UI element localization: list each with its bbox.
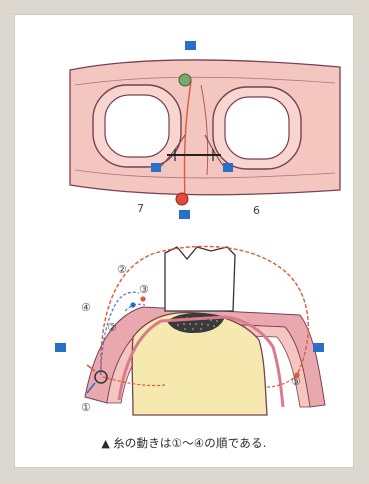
tooth-6-inner	[225, 97, 289, 159]
tooth-7-inner	[105, 95, 169, 157]
side-marker-right	[313, 343, 324, 352]
point-step-3	[140, 296, 145, 301]
figure-caption: ▲糸の動きは①〜④の順である.	[15, 435, 353, 451]
step-label-2-top: ②	[117, 263, 127, 276]
marker-top	[185, 41, 196, 50]
caption-text: 糸の動きは①〜④の順である.	[113, 436, 266, 450]
marker-left-mid	[151, 163, 161, 172]
step-label-4: ④	[81, 301, 91, 314]
step-label-2-mid: ②	[107, 321, 117, 334]
figure-panel: 7 6	[14, 14, 354, 468]
point-top-green	[179, 74, 191, 86]
point-bottom-red	[176, 193, 188, 205]
marker-right-mid	[223, 163, 233, 172]
side-marker-left	[55, 343, 66, 352]
tooth-number-6: 6	[253, 204, 260, 217]
step-label-5: ⑤	[291, 375, 301, 388]
tooth-number-7: 7	[137, 202, 144, 215]
sectional-view: ② ④ ③ ② ① ⑤	[55, 246, 325, 415]
tooth-crown	[165, 247, 235, 311]
step-label-3: ③	[139, 283, 149, 296]
occlusal-view: 7 6	[70, 41, 340, 219]
step-label-1: ①	[81, 401, 91, 414]
suture-diagram: 7 6	[15, 15, 355, 469]
caption-marker: ▲	[101, 437, 110, 450]
marker-bottom	[179, 210, 190, 219]
point-step-4	[130, 302, 135, 307]
